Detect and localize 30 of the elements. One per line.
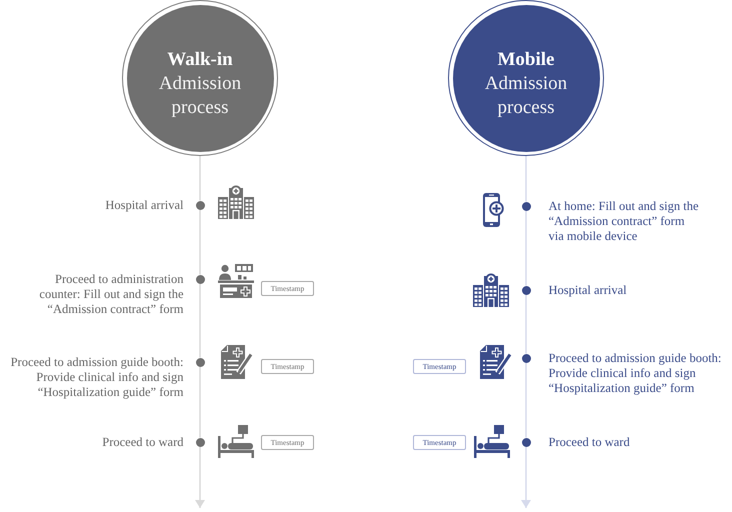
timeline-line (199, 366, 201, 438)
circle-heading: Mobile (498, 48, 554, 72)
step-label: Proceed to ward (102, 434, 184, 450)
step-label: Proceed to admission guide booth: Provide clinical info and sign “Hospitalization guide” form (548, 350, 722, 396)
timeline-dot (196, 438, 204, 446)
circle-subtitle: Admission process (484, 72, 568, 120)
step-label: At home: Fill out and sign the “Admission contract” form via mobile device (548, 198, 700, 244)
timeline-dot (196, 358, 204, 366)
timeline-line (199, 284, 201, 358)
circle-subtitle: Admission process (158, 72, 242, 120)
step-label: Proceed to administration counter: Fill out and sign the “Admission contract” form (38, 272, 184, 316)
timeline-arrow (521, 446, 531, 508)
timeline-dot (522, 438, 530, 446)
timeline-dot (196, 200, 204, 210)
timeline-line (525, 294, 527, 354)
timeline-dot (522, 354, 530, 362)
timeline-dot (522, 202, 530, 210)
step-label: Proceed to admission guide booth: Provide clinical info and sign “Hospitalization guide” form (10, 354, 184, 400)
step-label: Hospital arrival (105, 198, 184, 212)
timeline-line (199, 210, 201, 274)
timeline-line (525, 156, 527, 202)
step-label: Proceed to ward (548, 434, 630, 450)
timeline-line (525, 210, 527, 286)
timeline-arrow (195, 446, 205, 508)
circle-heading: Walk-in (167, 48, 233, 72)
timeline-dot (522, 286, 530, 294)
timeline-line (525, 362, 527, 438)
step-label: Hospital arrival (548, 282, 627, 298)
timeline-line (199, 156, 201, 200)
timeline-dot (196, 274, 204, 284)
